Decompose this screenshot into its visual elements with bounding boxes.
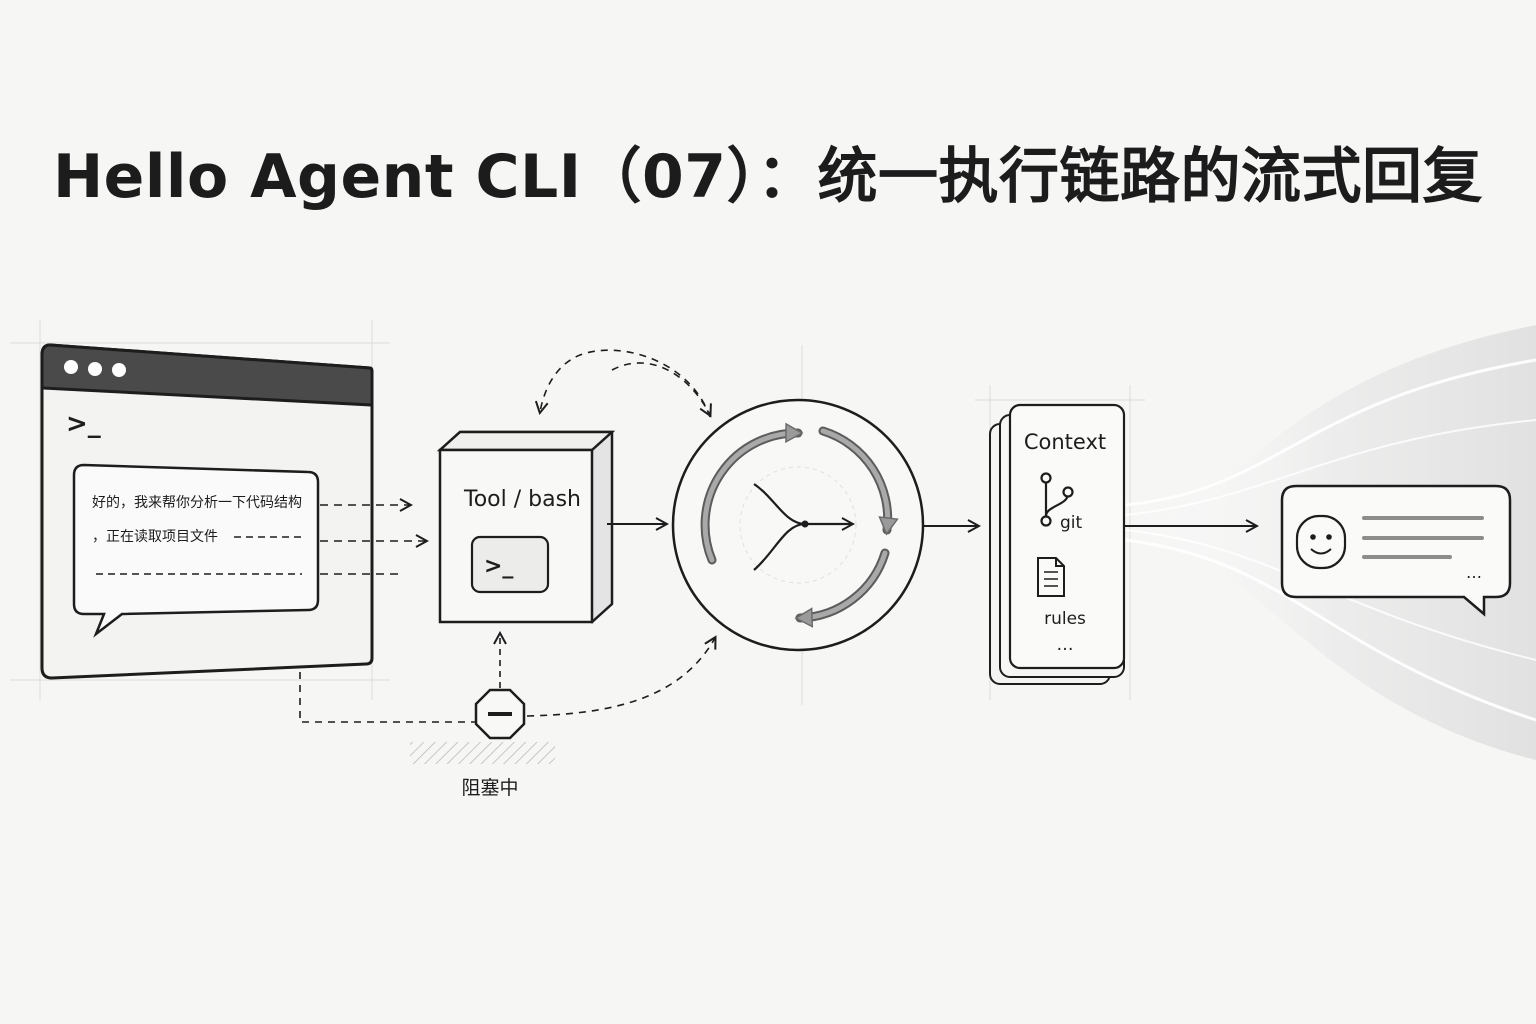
reply-bubble: … <box>1280 484 1512 617</box>
context-title: Context <box>1024 430 1106 454</box>
execution-loop <box>671 398 925 652</box>
tool-to-loop-dashed-arc <box>611 362 710 415</box>
reply-ellipsis: … <box>1466 563 1482 582</box>
context-stack: Context git rules … <box>989 403 1126 685</box>
context-item-git: git <box>1060 513 1083 533</box>
chat-bubble-line-1: 好的，我来帮你分析一下代码结构 <box>92 495 302 511</box>
tool-bash-label: Tool / bash <box>463 487 581 512</box>
context-item-rules: rules <box>1044 609 1086 629</box>
blocking-path <box>299 634 715 723</box>
chat-bubble-line-2: ，正在读取项目文件 <box>92 528 218 545</box>
blocking-hatch <box>410 742 555 764</box>
window-dot-minimize-icon[interactable] <box>88 362 102 376</box>
git-branch-icon <box>1040 472 1074 527</box>
page-title: Hello Agent CLI（07）：统一执行链路的流式回复 <box>52 142 1484 212</box>
context-ellipsis: … <box>1057 635 1074 655</box>
smiley-icon <box>1295 514 1347 570</box>
merge-arrow-icon <box>753 483 852 571</box>
stop-sign-icon <box>474 688 526 740</box>
chat-bubble: 好的，我来帮你分析一下代码结构 ，正在读取项目文件 <box>72 463 320 638</box>
tool-bash-box[interactable]: Tool / bash >_ <box>436 430 616 624</box>
terminal-window: >_ 好的，我来帮你分析一下代码结构 ，正在读取项目文件 <box>40 343 374 680</box>
tool-terminal-prompt-icon: >_ <box>484 554 513 579</box>
terminal-prompt-icon: >_ <box>66 409 101 439</box>
window-dot-maximize-icon[interactable] <box>112 363 126 377</box>
bubble-to-tool-arrows <box>320 505 426 575</box>
blocking-label: 阻塞中 <box>461 777 518 799</box>
document-icon <box>1037 557 1065 597</box>
loop-feedback-arc <box>540 349 711 418</box>
window-dot-close-icon[interactable] <box>64 360 78 374</box>
